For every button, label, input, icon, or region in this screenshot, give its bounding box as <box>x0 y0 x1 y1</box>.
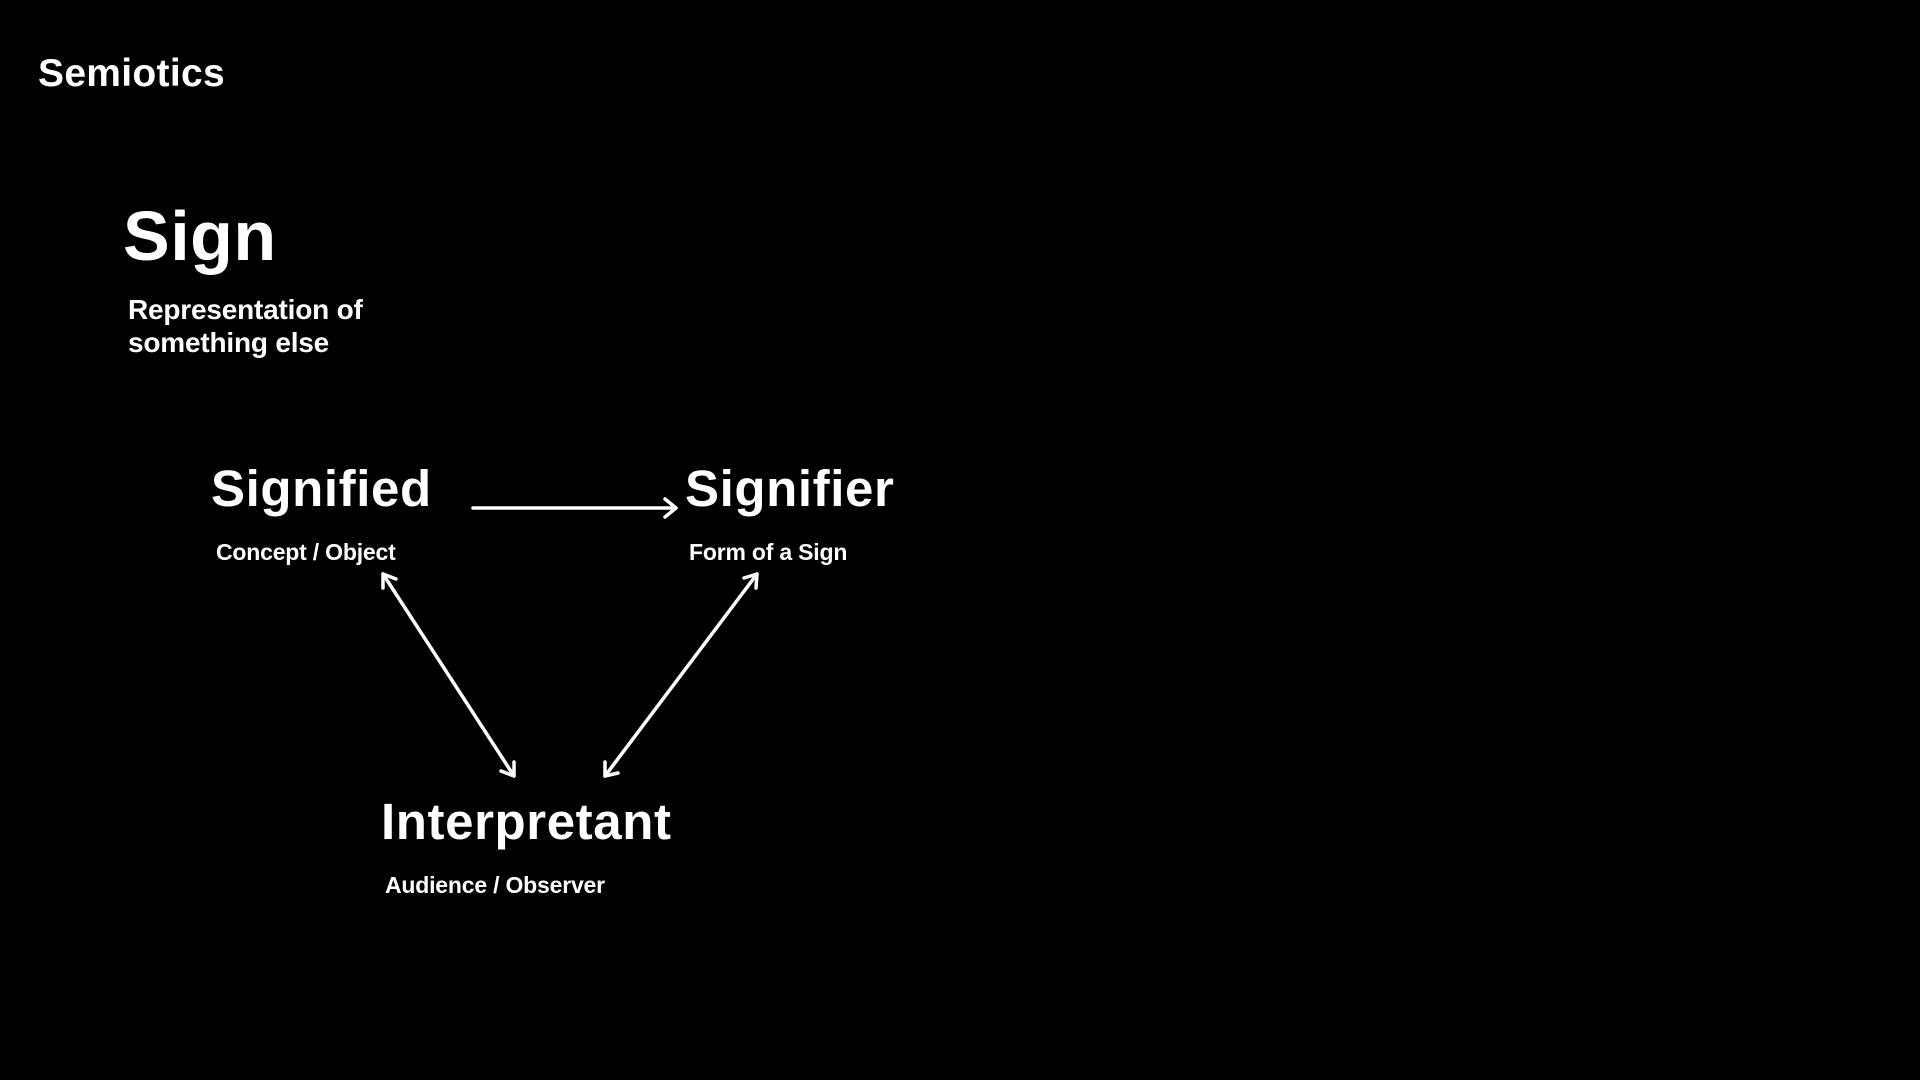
interpretant-subtitle: Audience / Observer <box>385 872 605 898</box>
sign-heading: Sign <box>123 197 277 275</box>
signified-title: Signified <box>211 460 432 517</box>
page-title: Semiotics <box>38 52 225 95</box>
signifier-title: Signifier <box>685 460 895 517</box>
arrow-signified-interpretant-icon <box>381 572 516 778</box>
interpretant-title: Interpretant <box>381 793 672 850</box>
arrow-signified-to-signifier-icon <box>471 497 678 519</box>
signified-subtitle: Concept / Object <box>216 539 396 565</box>
arrow-signifier-interpretant-icon <box>603 572 759 778</box>
signifier-subtitle: Form of a Sign <box>689 539 848 565</box>
sign-description: Representation of something else <box>128 294 363 358</box>
